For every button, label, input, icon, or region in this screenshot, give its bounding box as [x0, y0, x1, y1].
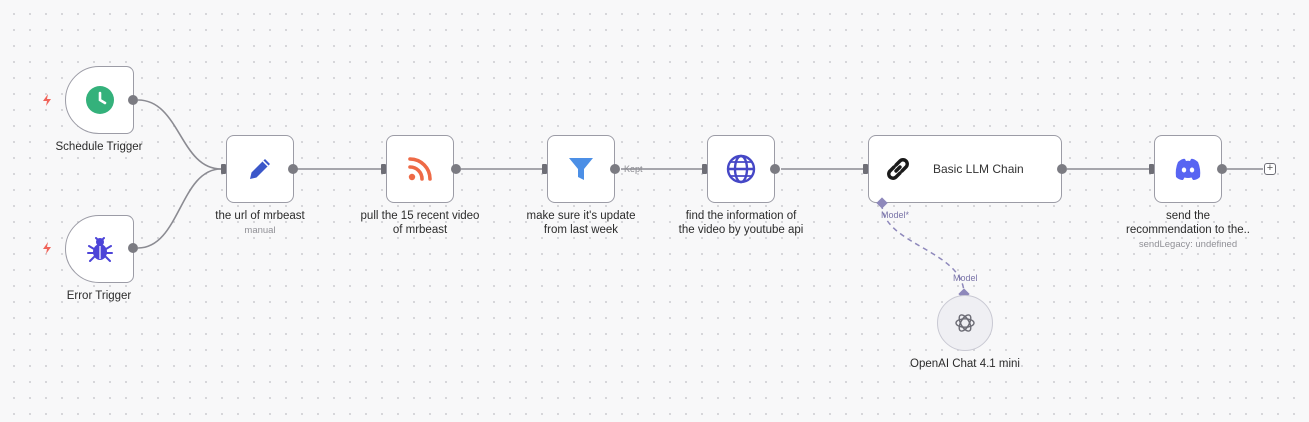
- chain-link-icon: [887, 158, 909, 180]
- basic-llm-chain-node[interactable]: Basic LLM Chain: [868, 135, 1062, 203]
- filter-title-line1: make sure it's update: [526, 210, 636, 222]
- openai-icon: [955, 314, 975, 332]
- input-port[interactable]: [702, 164, 707, 174]
- http-title-line2: the video by youtube api: [678, 224, 804, 236]
- globe-icon: [726, 154, 756, 184]
- input-port[interactable]: [863, 164, 868, 174]
- url-set-node[interactable]: [226, 135, 294, 203]
- discord-icon: [1175, 158, 1201, 180]
- rss-icon: [408, 157, 432, 181]
- openai-node-title: OpenAI Chat 4.1 mini: [910, 358, 1020, 370]
- discord-node-subtitle: sendLegacy: undefined: [1138, 239, 1238, 250]
- output-port[interactable]: [610, 164, 620, 174]
- trigger-bolt-icon: [43, 242, 51, 254]
- wire-error-to-url: [137, 168, 222, 249]
- schedule-trigger-title: Schedule Trigger: [55, 141, 143, 153]
- output-port[interactable]: [128, 95, 138, 105]
- output-port[interactable]: [1057, 164, 1067, 174]
- input-port[interactable]: [381, 164, 386, 174]
- input-port[interactable]: [1149, 164, 1154, 174]
- rss-node-title: pull the 15 recent video of mrbeast: [330, 209, 510, 237]
- rss-title-line2: of mrbeast: [392, 224, 448, 236]
- error-trigger-node[interactable]: [65, 215, 134, 283]
- output-port[interactable]: [451, 164, 461, 174]
- discord-node-title: send the recommendation to the..: [1098, 209, 1278, 237]
- output-port[interactable]: [1217, 164, 1227, 174]
- http-request-node[interactable]: [707, 135, 775, 203]
- add-node-button[interactable]: +: [1264, 163, 1276, 175]
- input-port[interactable]: [542, 164, 547, 174]
- llm-chain-label: Basic LLM Chain: [933, 162, 1024, 176]
- wire-model: [881, 203, 965, 295]
- trigger-bolt-icon: [43, 94, 51, 106]
- discord-title-line2: recommendation to the..: [1125, 224, 1250, 236]
- clock-icon: [85, 86, 114, 114]
- output-port[interactable]: [288, 164, 298, 174]
- error-trigger-title: Error Trigger: [66, 290, 132, 302]
- openai-chat-model-node[interactable]: [937, 295, 993, 351]
- output-port[interactable]: [128, 243, 138, 253]
- filter-node-title: make sure it's update from last week: [491, 209, 671, 237]
- filter-title-line2: from last week: [543, 224, 619, 236]
- model-port-label: Model: [953, 273, 978, 283]
- kept-output-label: Kept: [624, 164, 643, 174]
- wire-schedule-to-url: [137, 99, 222, 170]
- filter-icon: [569, 158, 593, 180]
- model-required-label: Model*: [881, 210, 910, 220]
- rss-read-node[interactable]: [386, 135, 454, 203]
- schedule-trigger-node[interactable]: [65, 66, 134, 134]
- discord-node[interactable]: [1154, 135, 1222, 203]
- filter-node[interactable]: [547, 135, 615, 203]
- url-node-subtitle: manual: [244, 225, 276, 236]
- bug-icon: [86, 237, 113, 262]
- pencil-icon: [250, 159, 270, 179]
- http-node-title: find the information of the video by you…: [651, 209, 831, 237]
- rss-title-line1: pull the 15 recent video: [360, 210, 480, 222]
- input-port[interactable]: [221, 164, 226, 174]
- http-title-line1: find the information of: [685, 210, 797, 222]
- url-node-title: the url of mrbeast: [215, 210, 305, 222]
- output-port[interactable]: [770, 164, 780, 174]
- discord-title-line1: send the: [1165, 210, 1211, 222]
